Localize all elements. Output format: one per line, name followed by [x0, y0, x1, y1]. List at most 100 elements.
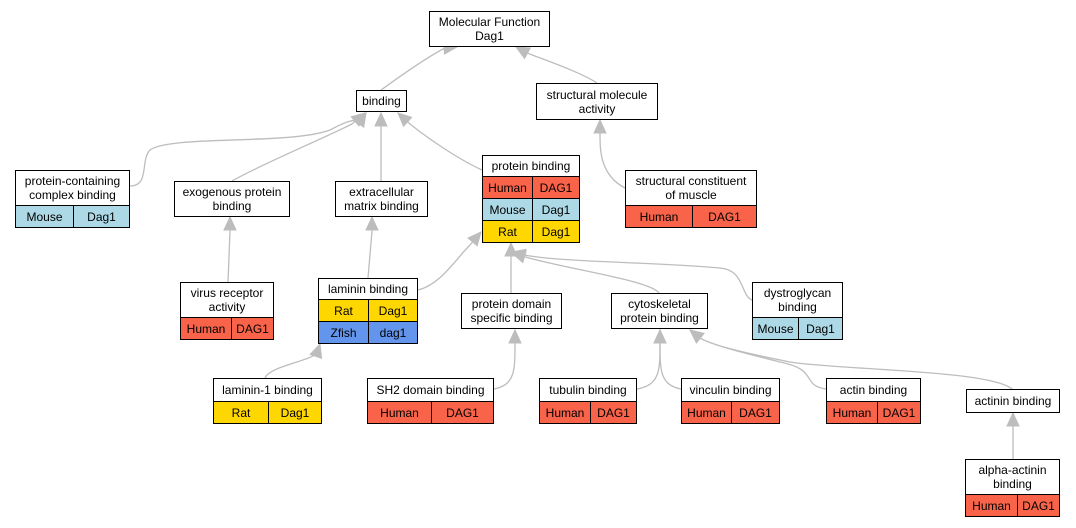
- arrowhead-epb-to-binding: [350, 112, 366, 127]
- go-term-node-acb[interactable]: actinin binding: [966, 389, 1060, 413]
- go-term-node-epb[interactable]: exogenous protein binding: [174, 181, 290, 217]
- species-cell: Human: [626, 206, 692, 227]
- edge-l1b-to-lb: [264, 343, 321, 379]
- edge-cpb-to-pb: [511, 252, 660, 294]
- go-term-label: Molecular Function Dag1: [438, 15, 541, 43]
- arrowhead-acb-to-cpb: [689, 329, 705, 344]
- edge-lb-to-pb: [417, 231, 482, 291]
- go-term-label: laminin-1 binding: [222, 383, 313, 397]
- go-term-label: structural constituent of muscle: [635, 174, 747, 202]
- go-term-label: virus receptor activity: [190, 286, 264, 314]
- go-term-label: dystroglycan binding: [763, 286, 832, 314]
- edge-pccb-to-binding: [129, 112, 367, 187]
- go-term-node-binding[interactable]: binding: [356, 90, 407, 112]
- edge-vb-to-cpb: [659, 330, 682, 390]
- go-term-node-mf[interactable]: Molecular Function Dag1: [429, 11, 550, 47]
- go-term-label: protein-containing complex binding: [24, 174, 121, 202]
- go-term-node-emb[interactable]: extracellular matrix binding: [335, 181, 428, 217]
- gene-cell: DAG1: [532, 177, 579, 198]
- edge-epb-to-binding: [231, 112, 366, 182]
- gene-cell: Dag1: [368, 300, 417, 321]
- gene-cell: DAG1: [231, 318, 273, 339]
- arrowhead-dgb-to-pb: [510, 248, 527, 262]
- species-cell: Human: [181, 318, 231, 339]
- species-cell: Human: [540, 402, 590, 423]
- arrowhead-aacb-to-acb: [1006, 411, 1020, 427]
- species-cell: Human: [682, 402, 731, 423]
- gene-cell: Dag1: [268, 402, 321, 423]
- species-cell: Human: [966, 495, 1017, 516]
- species-cell: Zfish: [319, 322, 368, 343]
- arrowhead-lb-to-emb: [365, 215, 379, 231]
- go-term-label: extracellular matrix binding: [344, 185, 419, 213]
- gene-cell: Dag1: [532, 221, 579, 242]
- gene-cell: DAG1: [731, 402, 779, 423]
- gene-cell: Dag1: [532, 199, 579, 220]
- go-term-label: binding: [362, 94, 401, 108]
- arrowhead-vb-to-cpb: [653, 328, 667, 344]
- edge-pb-to-binding: [397, 112, 483, 171]
- go-term-node-pdsb[interactable]: protein domain specific binding: [461, 293, 562, 329]
- gene-cell: dag1: [368, 322, 417, 343]
- go-term-label: structural molecule activity: [546, 87, 648, 116]
- arrowhead-scm-to-sma: [593, 118, 607, 134]
- go-term-label: cytoskeletal protein binding: [620, 297, 699, 325]
- go-term-label: SH2 domain binding: [376, 383, 485, 397]
- species-cell: Rat: [319, 300, 368, 321]
- arrowhead-l1b-to-lb: [309, 342, 323, 359]
- edge-dgb-to-pb: [511, 251, 753, 301]
- go-term-label: alpha-actinin binding: [978, 463, 1047, 491]
- go-term-label: tubulin binding: [549, 383, 627, 397]
- species-cell: Mouse: [753, 318, 798, 339]
- species-cell: Human: [827, 402, 877, 423]
- arrowhead-emb-to-binding: [374, 111, 388, 127]
- go-term-node-cpb[interactable]: cytoskeletal protein binding: [611, 293, 708, 329]
- species-cell: Rat: [214, 402, 268, 423]
- edge-scm-to-sma: [599, 120, 626, 189]
- go-term-label: exogenous protein binding: [182, 185, 282, 213]
- edge-acb-to-cpb: [689, 329, 1013, 390]
- species-cell: Human: [368, 402, 431, 423]
- go-term-label: laminin binding: [327, 282, 409, 296]
- species-cell: Mouse: [16, 206, 73, 227]
- gene-cell: DAG1: [1017, 495, 1059, 516]
- gene-cell: Dag1: [73, 206, 129, 227]
- gene-cell: Dag1: [798, 318, 842, 339]
- arrowhead-pb-to-binding: [397, 112, 413, 128]
- gene-cell: DAG1: [431, 402, 493, 423]
- go-term-node-sma[interactable]: structural molecule activity: [536, 83, 658, 120]
- go-term-label: actinin binding: [974, 394, 1052, 408]
- arrowhead-lb-to-pb: [467, 231, 482, 247]
- species-cell: Rat: [483, 221, 532, 242]
- gene-cell: DAG1: [692, 206, 756, 227]
- species-cell: Human: [483, 177, 532, 198]
- arrowhead-sma-to-mf: [514, 46, 532, 60]
- go-term-label: actin binding: [839, 383, 908, 397]
- go-term-label: protein domain specific binding: [470, 297, 553, 325]
